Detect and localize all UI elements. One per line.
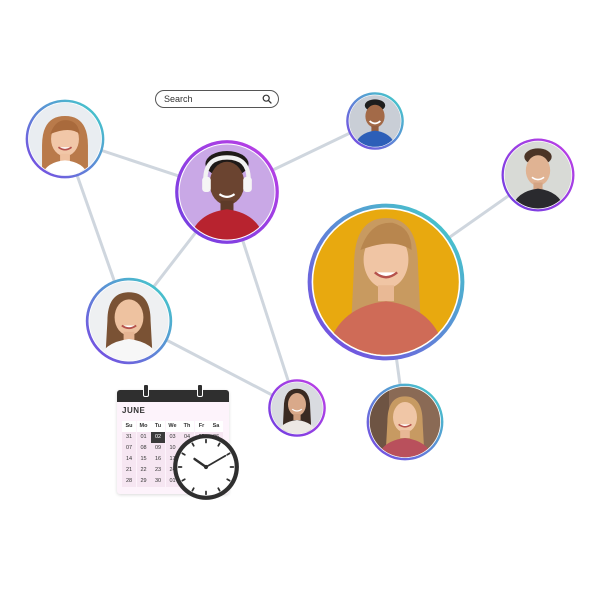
clock-tick (226, 452, 231, 456)
avatar-photo (307, 203, 465, 361)
calendar-day[interactable]: 03 (165, 432, 180, 443)
calendar-day[interactable]: 23 (151, 465, 165, 476)
calendar-day[interactable]: 08 (136, 443, 151, 454)
calendar-month: JUNE (122, 406, 146, 415)
calendar-day[interactable]: 07 (122, 443, 136, 454)
calendar-weekday: Th (180, 421, 194, 432)
calendar-day-selected[interactable]: 02 (151, 432, 165, 443)
avatar-photo (85, 277, 173, 365)
calendar-day[interactable]: 22 (136, 465, 151, 476)
calendar-day[interactable]: 01 (136, 432, 151, 443)
calendar-ring (197, 384, 203, 397)
clock-tick (226, 478, 231, 482)
avatar-man-headphones[interactable] (173, 138, 281, 246)
clock-minute-hand (205, 454, 227, 468)
clock-icon (171, 432, 241, 502)
calendar-day[interactable]: 01 (165, 476, 180, 487)
calendar-day[interactable]: 09 (151, 443, 165, 454)
calendar-ring (143, 384, 149, 397)
avatar-woman-middle-left[interactable] (84, 276, 174, 366)
avatar-photo (501, 138, 575, 212)
calendar-day[interactable]: 31 (122, 432, 136, 443)
calendar-weekday: Tu (151, 421, 165, 432)
clock-hour-hand (193, 457, 208, 469)
avatar-woman-bottom-center[interactable] (267, 378, 327, 438)
avatar-photo (268, 379, 326, 437)
clock-tick (191, 442, 195, 447)
search-input[interactable] (164, 94, 254, 104)
calendar-day[interactable]: 21 (122, 465, 136, 476)
calendar-day[interactable]: 30 (151, 476, 165, 487)
clock-tick (217, 487, 221, 492)
clock-face (173, 434, 239, 500)
clock-tick (181, 452, 186, 456)
avatar-man-top-small[interactable] (345, 91, 405, 151)
avatar-photo (25, 99, 105, 179)
avatar-woman-top-left[interactable] (24, 98, 106, 180)
calendar-day[interactable]: 16 (151, 454, 165, 465)
avatar-woman-featured[interactable] (306, 202, 466, 362)
calendar-day[interactable]: 15 (136, 454, 151, 465)
calendar-day[interactable]: 24 (165, 465, 180, 476)
calendar-day[interactable]: 28 (122, 476, 136, 487)
avatar-woman-bottom-right[interactable] (365, 382, 445, 462)
calendar-day[interactable]: 10 (165, 443, 180, 454)
calendar-day[interactable]: 17 (165, 454, 180, 465)
calendar-weekday: Sa (209, 421, 223, 432)
clock-tick (217, 442, 221, 447)
calendar-day[interactable]: 14 (122, 454, 136, 465)
calendar-weekday: We (165, 421, 180, 432)
clock-tick (191, 487, 195, 492)
avatar-photo (175, 140, 279, 244)
avatar-photo (366, 383, 444, 461)
clock-tick (181, 478, 186, 482)
calendar-weekday: Su (122, 421, 136, 432)
calendar-day[interactable]: 29 (136, 476, 151, 487)
search-bar[interactable] (155, 90, 279, 108)
calendar-weekday: Fr (194, 421, 209, 432)
calendar-header (117, 390, 229, 402)
avatar-man-top-right[interactable] (500, 137, 576, 213)
search-icon[interactable] (262, 94, 272, 104)
calendar-weekday: Mo (136, 421, 151, 432)
avatar-photo (346, 92, 404, 150)
calendar-day[interactable]: 04 (180, 432, 194, 443)
